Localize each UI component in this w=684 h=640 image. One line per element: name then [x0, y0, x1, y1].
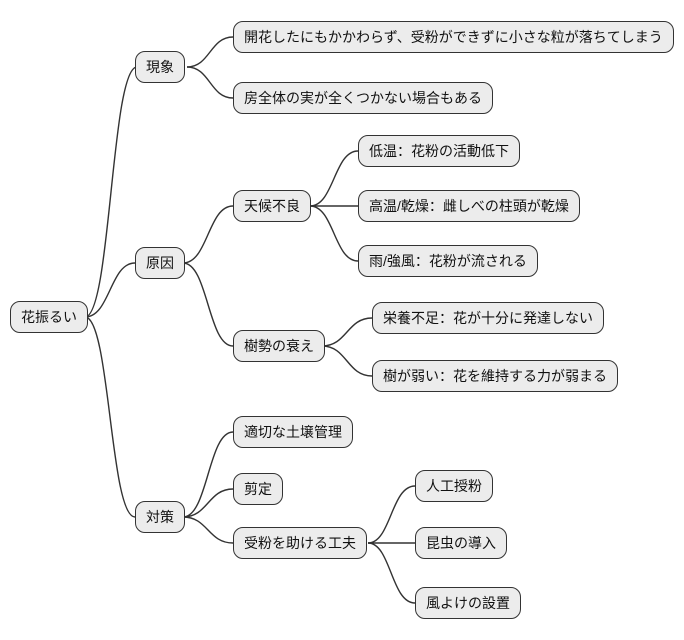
pruning-leaf: 剪定 [233, 473, 283, 505]
edge-countermeasure-pruning [182, 488, 234, 518]
weak-tree-leaf: 樹が弱い：花を維持する力が弱まる [372, 360, 618, 392]
windbreak-installation-leaf: 風よけの設置 [415, 587, 521, 619]
edge-countermeasure-pollination [182, 516, 234, 544]
low-temperature-leaf: 低温：花粉の活動低下 [358, 135, 520, 167]
root-node-flower-drop: 花振るい [10, 301, 88, 333]
high-temperature-dry-leaf: 高温/乾燥：雌しべの柱頭が乾燥 [358, 190, 580, 222]
edge-vigor-weaktree [321, 345, 373, 377]
edge-root-cause [84, 262, 136, 318]
rain-strong-wind-leaf: 雨/強風：花粉が流される [358, 245, 538, 277]
pollination-aid-node: 受粉を助ける工夫 [233, 527, 367, 559]
edge-countermeasure-soil [182, 431, 234, 518]
phenomenon-node: 現象 [135, 51, 185, 83]
edge-vigor-nutrition [321, 317, 373, 347]
soil-management-leaf: 適切な土壌管理 [233, 416, 353, 448]
bad-weather-node: 天候不良 [233, 190, 311, 222]
edge-pollination-windbreak [367, 542, 416, 604]
edge-cause-vigor [182, 262, 234, 347]
phenomenon-detail-leaf-1: 開花したにもかかわらず、受粉ができずに小さな粒が落ちてしまう [233, 21, 674, 53]
cause-node: 原因 [135, 247, 185, 279]
edge-root-countermeasure [84, 316, 136, 518]
countermeasure-node: 対策 [135, 501, 185, 533]
edge-phenomenon-detail2 [186, 66, 234, 99]
nutrition-deficiency-leaf: 栄養不足：花が十分に発達しない [372, 302, 604, 334]
phenomenon-detail-leaf-2: 房全体の実が全くつかない場合もある [233, 82, 493, 114]
insect-introduction-leaf: 昆虫の導入 [415, 527, 507, 559]
edge-weather-lowtemp [309, 150, 359, 207]
edge-phenomenon-detail1 [186, 36, 234, 68]
edge-cause-weather [182, 205, 234, 264]
edge-pollination-artificial [367, 485, 416, 544]
tree-vigor-decline-node: 樹勢の衰え [233, 330, 325, 362]
artificial-pollination-leaf: 人工授粉 [415, 470, 493, 502]
edge-weather-rainwind [309, 205, 359, 262]
edge-root-phenomenon [84, 66, 138, 318]
